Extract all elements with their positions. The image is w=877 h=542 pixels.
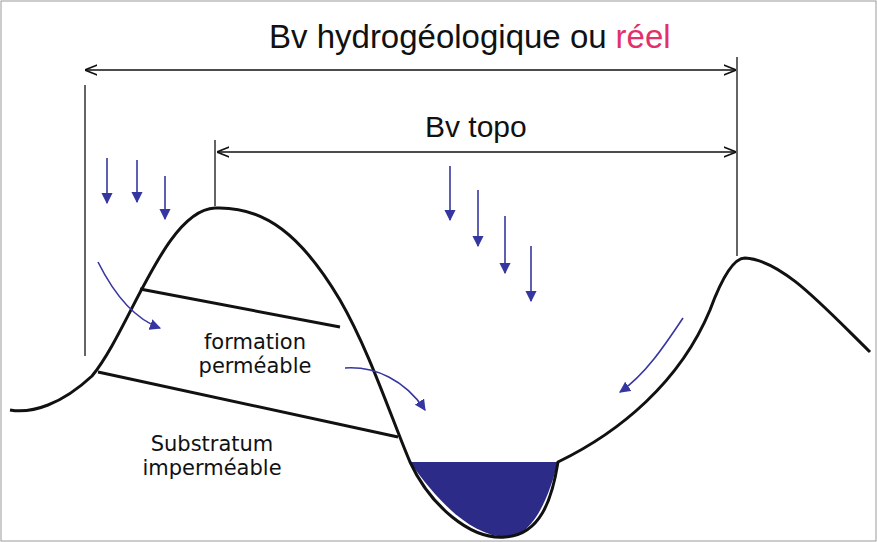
extension-line (84, 85, 85, 356)
dimension-arrow (218, 151, 735, 152)
terrain-profile (10, 208, 870, 537)
layer-label: formation perméable (180, 330, 330, 378)
dimension-label: Bv topo (425, 110, 527, 145)
dimension-label: Bv hydrogéologique ouréel (269, 18, 671, 56)
rain-arrows (98, 158, 683, 410)
dimension-label-text: Bv hydrogéologique ou (269, 18, 607, 56)
layer-top (140, 289, 340, 327)
extension-line (214, 140, 215, 206)
extension-line (736, 57, 737, 256)
dimension-label-highlight: réel (616, 18, 671, 56)
layer-label: Substratum imperméable (127, 432, 297, 480)
layer-bottom (98, 372, 398, 437)
dimension-arrow (86, 69, 735, 70)
